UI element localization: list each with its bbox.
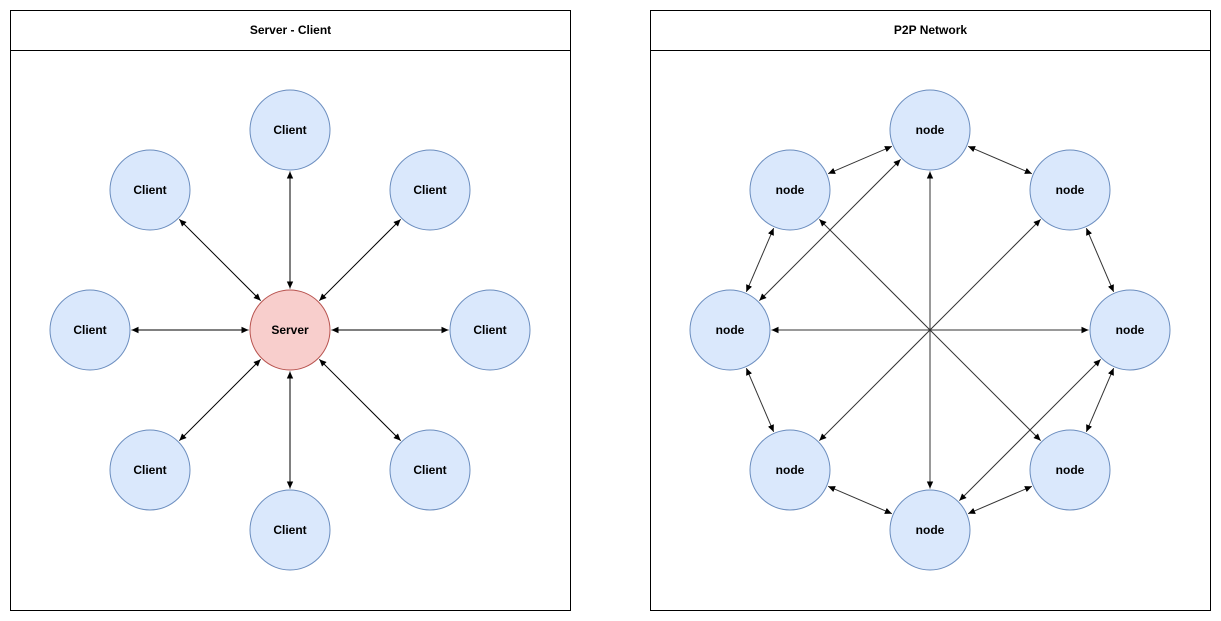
p2p-network-panel: P2P Network nodenodenodenodenodenodenode… [650, 10, 1211, 611]
peer-node-shape [1089, 289, 1171, 371]
client-node: Client [49, 289, 131, 371]
server-client-link [318, 358, 402, 442]
client-node: Client [109, 149, 191, 231]
client-node-label: Client [473, 323, 506, 337]
client-node-shape [389, 149, 471, 231]
server-node: Server [249, 289, 331, 371]
client-node-label: Client [133, 463, 166, 477]
client-node: Client [249, 489, 331, 571]
right-edges [745, 145, 1115, 515]
client-node-shape [249, 489, 331, 571]
panel-title: Server - Client [250, 23, 331, 37]
client-node: Client [109, 429, 191, 511]
peer-link [758, 158, 902, 302]
client-node: Client [389, 429, 471, 511]
peer-node-shape [1029, 429, 1111, 511]
client-node-label: Client [73, 323, 106, 337]
client-node-shape [249, 89, 331, 171]
peer-node-label: node [916, 123, 945, 137]
client-node-label: Client [133, 183, 166, 197]
peer-node-shape [749, 429, 831, 511]
client-node: Client [249, 89, 331, 171]
server-client-link [178, 358, 262, 442]
client-node-shape [49, 289, 131, 371]
server-client-link [178, 218, 262, 302]
peer-node-label: node [776, 183, 805, 197]
peer-node-shape [889, 489, 971, 571]
client-node-shape [389, 429, 471, 511]
peer-node-label: node [776, 463, 805, 477]
client-node-label: Client [413, 183, 446, 197]
client-node: Client [449, 289, 531, 371]
peer-link [967, 145, 1033, 175]
peer-node-label: node [1116, 323, 1145, 337]
peer-node-label: node [916, 523, 945, 537]
peer-node: node [1089, 289, 1171, 371]
peer-node-shape [689, 289, 771, 371]
peer-node: node [889, 89, 971, 171]
peer-node-label: node [716, 323, 745, 337]
panel-title: P2P Network [894, 23, 967, 37]
client-node: Client [389, 149, 471, 231]
peer-node-shape [1029, 149, 1111, 231]
peer-link [827, 485, 893, 515]
peer-link [1085, 227, 1115, 293]
server-node-shape [249, 289, 331, 371]
server-client-link [318, 218, 402, 302]
left-nodes: ClientClientClientClientClientClientClie… [49, 89, 531, 571]
peer-link [958, 358, 1102, 502]
peer-node-shape [749, 149, 831, 231]
peer-node: node [749, 149, 831, 231]
peer-node: node [689, 289, 771, 371]
server-node-label: Server [271, 323, 309, 337]
client-node-shape [109, 149, 191, 231]
left-edges [131, 171, 449, 489]
peer-node: node [749, 429, 831, 511]
peer-node: node [889, 489, 971, 571]
peer-node-label: node [1056, 183, 1085, 197]
client-node-label: Client [273, 123, 306, 137]
client-node-label: Client [413, 463, 446, 477]
peer-node: node [1029, 149, 1111, 231]
right-nodes: node node node node node node node node [689, 89, 1171, 571]
peer-link [745, 367, 775, 433]
client-node-shape [449, 289, 531, 371]
peer-node-shape [889, 89, 971, 171]
server-client-panel: Server - Client ClientClientClientClient… [10, 10, 571, 611]
client-node-shape [109, 429, 191, 511]
client-node-label: Client [273, 523, 306, 537]
peer-node: node [1029, 429, 1111, 511]
peer-node-label: node [1056, 463, 1085, 477]
